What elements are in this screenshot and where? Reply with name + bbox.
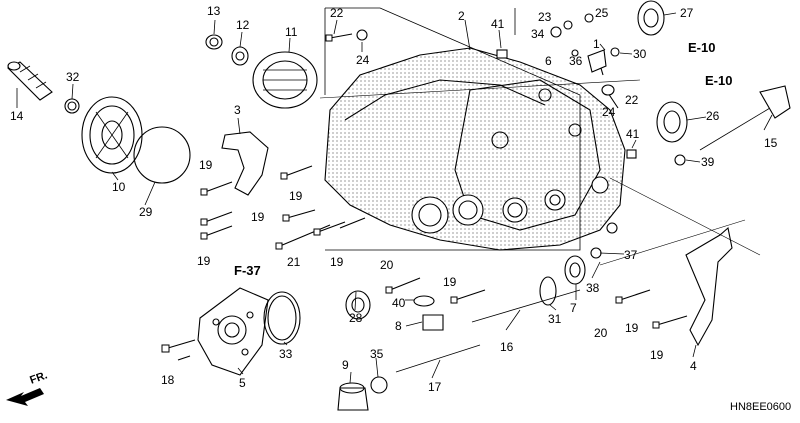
callout-19-a[interactable]: 19 <box>199 158 213 172</box>
o-ring-33 <box>263 291 301 345</box>
callout-7[interactable]: 7 <box>570 301 577 315</box>
plug-9 <box>337 387 369 411</box>
washer-37 <box>590 247 602 259</box>
o-ring-35 <box>370 376 388 394</box>
callout-26[interactable]: 26 <box>706 109 720 123</box>
callout-25[interactable]: 25 <box>595 6 609 20</box>
reference-f-37[interactable]: F-37 <box>234 263 261 278</box>
o-ring-32 <box>64 98 80 114</box>
diagram-code: HN8EE0600 <box>730 401 792 413</box>
pump-cover-part <box>197 287 269 376</box>
callout-41-a[interactable]: 41 <box>491 17 505 31</box>
drain-plug-8 <box>422 314 444 331</box>
reference-e-10-mid[interactable]: E-10 <box>705 73 733 88</box>
callout-36[interactable]: 36 <box>569 54 583 68</box>
callout-30[interactable]: 30 <box>633 47 647 61</box>
callout-38[interactable]: 38 <box>586 281 600 295</box>
pin-1 <box>587 49 607 73</box>
o-ring-39 <box>674 154 686 166</box>
bearing-27 <box>637 0 665 36</box>
callout-4[interactable]: 4 <box>690 359 697 373</box>
reference-e-10-top[interactable]: E-10 <box>688 40 716 55</box>
callout-24-a[interactable]: 24 <box>356 53 370 67</box>
washer-40 <box>413 295 435 307</box>
callout-19-c[interactable]: 19 <box>251 210 265 224</box>
callout-22-b[interactable]: 22 <box>625 93 639 107</box>
oil-strainer-part <box>7 61 53 101</box>
callout-27[interactable]: 27 <box>680 6 694 20</box>
dipstick-15 <box>699 85 791 151</box>
callout-10[interactable]: 10 <box>112 180 126 194</box>
ring-34 <box>550 26 562 38</box>
callout-35[interactable]: 35 <box>370 347 384 361</box>
leader-lines <box>16 12 773 384</box>
callout-12[interactable]: 12 <box>236 18 250 32</box>
bearing-26 <box>656 101 688 143</box>
callout-22-a[interactable]: 22 <box>330 6 344 20</box>
callout-19-f[interactable]: 19 <box>443 275 457 289</box>
washer-30 <box>610 47 620 57</box>
callout-24-b[interactable]: 24 <box>602 105 616 119</box>
washer-24 <box>601 84 615 96</box>
callout-41-b[interactable]: 41 <box>626 127 640 141</box>
bracket-3 <box>221 131 269 196</box>
callout-40[interactable]: 40 <box>392 296 406 310</box>
callout-19-g[interactable]: 19 <box>625 321 639 335</box>
callout-19-b[interactable]: 19 <box>289 189 303 203</box>
washer-24b <box>356 29 368 41</box>
front-arrow-icon <box>6 388 44 406</box>
dowel-41a <box>496 49 508 59</box>
callout-20-b[interactable]: 20 <box>594 326 608 340</box>
o-ring-29 <box>133 126 191 184</box>
callout-5[interactable]: 5 <box>239 376 246 390</box>
shaft-16 <box>471 289 581 323</box>
o-ring-31 <box>539 276 557 306</box>
callout-19-h[interactable]: 19 <box>650 348 664 362</box>
washer-12 <box>231 46 249 66</box>
ring-25 <box>584 13 594 23</box>
callout-28[interactable]: 28 <box>349 311 363 325</box>
bolt-heads <box>161 34 660 353</box>
callout-3[interactable]: 3 <box>234 103 241 117</box>
callout-17[interactable]: 17 <box>428 380 442 394</box>
callout-8[interactable]: 8 <box>395 319 402 333</box>
callout-16[interactable]: 16 <box>500 340 514 354</box>
callout-19-d[interactable]: 19 <box>197 254 211 268</box>
shaft-17 <box>395 344 481 373</box>
ring-23 <box>563 20 573 30</box>
callout-20-a[interactable]: 20 <box>380 258 394 272</box>
bearing-7 <box>564 255 586 285</box>
callout-11[interactable]: 11 <box>285 25 298 39</box>
dowel-41b <box>626 149 637 159</box>
callout-33[interactable]: 33 <box>279 347 293 361</box>
callout-1[interactable]: 1 <box>593 37 600 51</box>
callout-15[interactable]: 15 <box>764 136 778 150</box>
callout-29[interactable]: 29 <box>139 205 153 219</box>
callout-14[interactable]: 14 <box>10 109 24 123</box>
callout-19-e[interactable]: 19 <box>330 255 344 269</box>
oil-seal-28 <box>345 290 371 320</box>
callout-13[interactable]: 13 <box>207 4 221 18</box>
callout-18[interactable]: 18 <box>161 373 175 387</box>
callout-6[interactable]: 6 <box>545 54 552 68</box>
callout-23[interactable]: 23 <box>538 10 552 24</box>
oil-filter-part <box>252 51 318 109</box>
washer-38 <box>606 222 618 234</box>
callout-37[interactable]: 37 <box>624 248 638 262</box>
callout-31[interactable]: 31 <box>548 312 562 326</box>
rotor-part <box>81 96 143 174</box>
callout-2[interactable]: 2 <box>458 9 465 23</box>
callout-34[interactable]: 34 <box>531 27 545 41</box>
callout-9[interactable]: 9 <box>342 358 349 372</box>
bracket-4 <box>685 226 733 347</box>
spacer-36 <box>571 49 579 57</box>
front-crankcase-housing <box>324 47 626 251</box>
callout-32[interactable]: 32 <box>66 70 80 84</box>
spring-13 <box>205 34 223 50</box>
callout-21[interactable]: 21 <box>287 255 301 269</box>
callout-39[interactable]: 39 <box>701 155 715 169</box>
